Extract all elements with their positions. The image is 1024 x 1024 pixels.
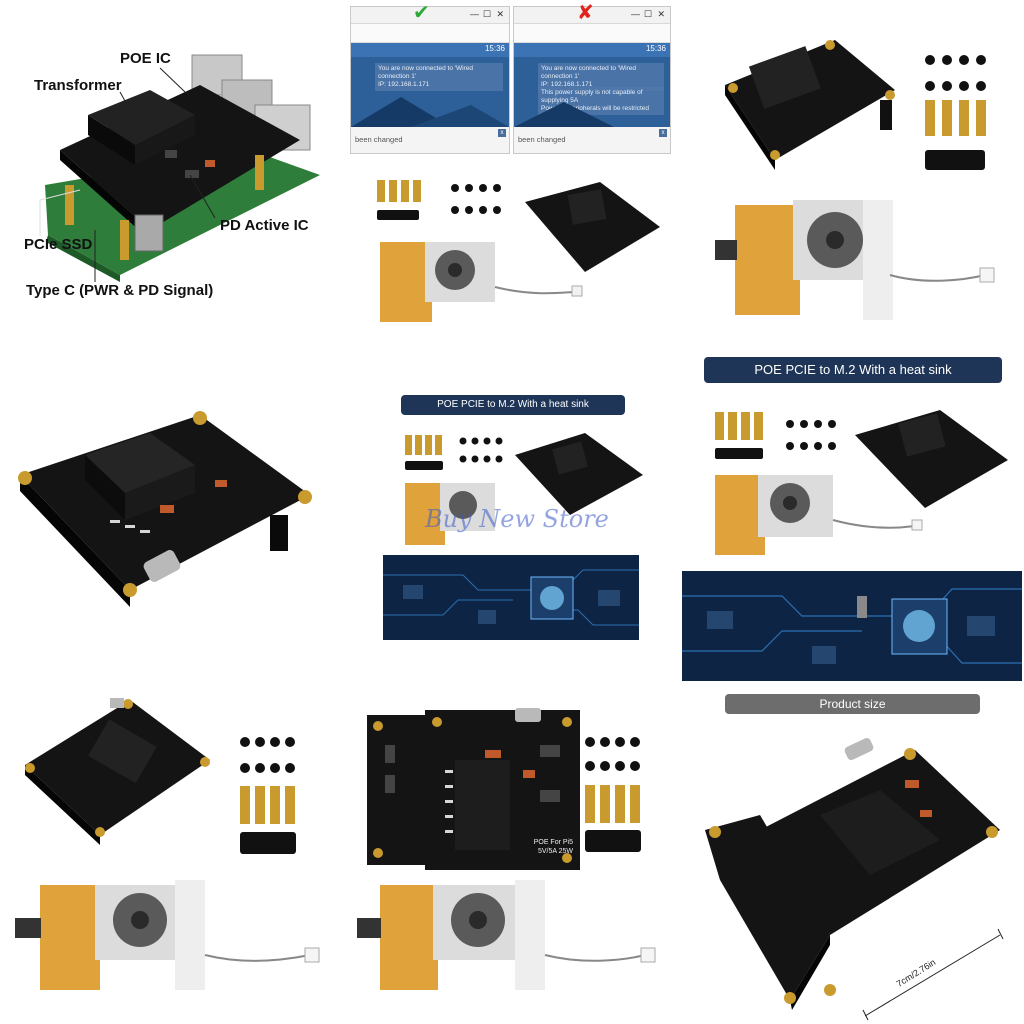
board-top-illustration [18,411,312,607]
clock-text: 15:36 [484,44,505,53]
kit-contents-illustration [377,180,660,322]
comparison-kit-panel: —☐✕ 15:36 You are now connected to 'Wire… [345,0,675,340]
mountain-wallpaper [351,97,509,127]
kit-contents-illustration [405,433,643,545]
good-screenshot: —☐✕ 15:36 You are now connected to 'Wire… [350,6,510,154]
circuit-background-image [682,571,1022,681]
heat-sink-panel-large: POE PCIE to M.2 With a heat sink [680,345,1024,685]
check-mark-icon: ✔ [413,2,430,24]
pd-active-ic-label: PD Active IC [220,217,309,234]
mountain-wallpaper [514,102,614,127]
clock-text: 15:36 [645,44,666,53]
close-icon[interactable]: x [659,129,667,137]
product-size-panel: Product size 7cm/2.76in [680,690,1024,1024]
heat-sink-banner: POE PCIE to M.2 With a heat sink [401,395,625,415]
heat-sink-panel-small: POE PCIE to M.2 With a heat sink Buy New… [345,345,675,685]
notification-line-1: You are now connected to 'Wired connecti… [378,65,473,80]
annotated-board-diagram: POE IC Transformer PD Active IC PCIe SSD… [0,0,340,340]
board-kit-illustration [15,698,320,990]
status-text: been changed [355,135,403,144]
board-flat-panel: POE For Pi5 5V/5A 25W [345,690,675,1024]
notification-line-2: IP: 192.168.1.171 [378,81,430,88]
cross-mark-icon: ✘ [577,2,594,24]
warning-line-2: Power to peripherals will be restricted [541,105,650,112]
notification-line-2: IP: 192.168.1.171 [541,81,593,88]
board-silkscreen-line-2: 5V/5A 25W [537,848,573,855]
kit-contents-illustration [715,410,1008,555]
board-large-view [0,345,340,685]
pcie-ssd-label: PCIe SSD [24,236,93,253]
transformer-label: Transformer [34,77,122,94]
poe-ic-label: POE IC [120,50,171,67]
board-hardware-panel [685,0,1024,340]
close-icon[interactable]: x [498,129,506,137]
board-silkscreen-line-1: POE For Pi5 [533,839,573,846]
store-watermark: Buy New Store [425,505,609,533]
board-size-illustration [705,738,1004,1021]
board-silkscreen: POE For Pi5 5V/5A 25W [523,838,573,856]
circuit-background-image [383,555,639,640]
type-c-label: Type C (PWR & PD Signal) [26,282,214,299]
bad-screenshot: —☐✕ 15:36 You are now connected to 'Wire… [513,6,671,154]
heat-sink-banner: POE PCIE to M.2 With a heat sink [704,357,1002,383]
status-text: been changed [518,135,566,144]
board-flat-illustration [357,708,656,990]
product-size-banner: Product size [725,694,980,714]
warning-line-1: This power supply is not capable of supp… [541,89,643,104]
notification-line-1: You are now connected to 'Wired connecti… [541,65,636,80]
board-kit-illustration [715,40,995,320]
board-angle-panel [0,690,340,1024]
board-on-pi-illustration [39,54,320,282]
